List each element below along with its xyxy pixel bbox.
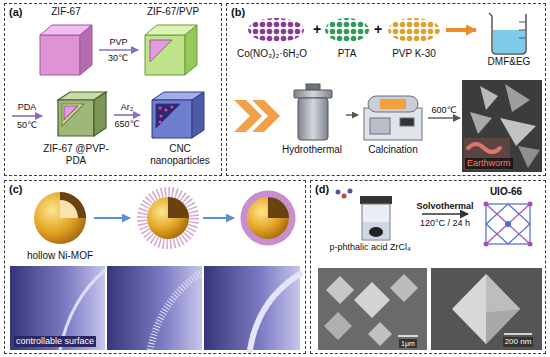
zif67-cube (40, 25, 92, 75)
annotation: 1μm (399, 339, 417, 348)
stage-node: ZIF-67 @PVP-PDA (40, 88, 112, 167)
hollow-sphere (34, 192, 86, 244)
zif67-pvp-pda-cube (58, 92, 106, 136)
plus-sign: + (374, 21, 382, 37)
node-label: PVP K-30 (384, 48, 444, 60)
solvent-node: DMF&EG (478, 8, 540, 68)
node-label: UIO-66 (470, 186, 542, 198)
annotation: PDA (18, 102, 37, 113)
pda-arrow (12, 116, 42, 117)
node-label: p-phthalic acid ZrCl₄ (320, 242, 420, 253)
node-label: CNC nanoparticles (142, 143, 218, 167)
edge-label: PVP (109, 37, 127, 48)
node-label: ZIF-67 @PVP-PDA (40, 143, 112, 167)
edge-label: Ar₂ (121, 102, 134, 113)
zif67-pvp-cube (145, 25, 197, 75)
reagent-node: p-phthalic acid ZrCl₄ (320, 186, 420, 253)
step-node: Calcination (360, 82, 426, 156)
panel-letter: (d) (315, 183, 329, 196)
node-label: ZIF-67 (35, 6, 97, 18)
stage-node: CNC nanoparticles (142, 88, 218, 167)
panel-frame: (c) (4, 180, 306, 354)
node-label: ZIF-67/PVP (140, 6, 206, 18)
annotation: 30℃ (108, 53, 128, 64)
connector-arrow (99, 49, 138, 51)
product-node: UIO-66 (470, 186, 542, 248)
annotation: 200 nm (503, 337, 534, 347)
stage-node: ZIF-67/PVP (140, 6, 206, 76)
panel-letter: (c) (9, 183, 22, 196)
uio66-lattice (484, 202, 533, 247)
annotation: hollow Ni-MOF (27, 250, 93, 262)
panel-frame: (b) Co(NO₃)₂·6H₂O PTA PVP K-30DMF&EG Hydroth… (226, 3, 546, 176)
reagent-node: Co(NO₃)₂·6H₂O (232, 12, 312, 60)
sem-octahedra (318, 268, 542, 350)
process-chevrons (234, 100, 280, 132)
sem-photo (462, 80, 542, 172)
connector-arrow (346, 114, 358, 115)
annotation: 650℃ (114, 119, 139, 130)
plus-sign: + (313, 21, 321, 37)
spiky-sphere (142, 192, 194, 244)
node-label: DMF&EG (478, 56, 540, 68)
connector-arrow (428, 117, 460, 118)
photo-node: Earthworm (462, 80, 542, 172)
pvp-dots (388, 18, 440, 42)
edge-label: 600℃ (431, 105, 456, 116)
sem-strip (10, 266, 300, 350)
connector-arrow (114, 114, 140, 116)
node-label: Calcination (360, 144, 426, 156)
panel-letter: (a) (9, 6, 22, 19)
step-node: Hydrothermal (280, 82, 344, 156)
pta-dots (325, 18, 369, 42)
edge-label: Solvothermal (416, 201, 473, 212)
reagent-node: PVP K-30 (384, 12, 444, 60)
annotation: controllable surface (14, 336, 96, 347)
inset-label: Earthworm (465, 158, 513, 169)
cnc-cube (152, 92, 204, 138)
node-label: Co(NO₃)₂·6H₂O (232, 48, 312, 60)
reagent-node: PTA (322, 12, 372, 60)
beaker (489, 13, 526, 54)
panel-frame: (a) ZIF-67 ZIF-67/PVP ZIF-67 @PVP-PDA CNC na… (4, 3, 222, 176)
annotation: 50℃ (17, 120, 37, 131)
co-salt-dots (248, 18, 304, 42)
annotation: 120°C / 24 h (420, 218, 470, 229)
node-label: Hydrothermal (280, 144, 344, 156)
tube-furnace (364, 96, 422, 140)
connector-arrow (422, 213, 468, 215)
node-label: PTA (322, 48, 372, 60)
panel-letter: (b) (231, 6, 245, 19)
bumpy-sphere (244, 194, 292, 242)
stage-node: ZIF-67 (35, 6, 97, 76)
reagent-vial (336, 189, 393, 241)
autoclave (294, 84, 332, 140)
connector-arrow (446, 28, 476, 32)
